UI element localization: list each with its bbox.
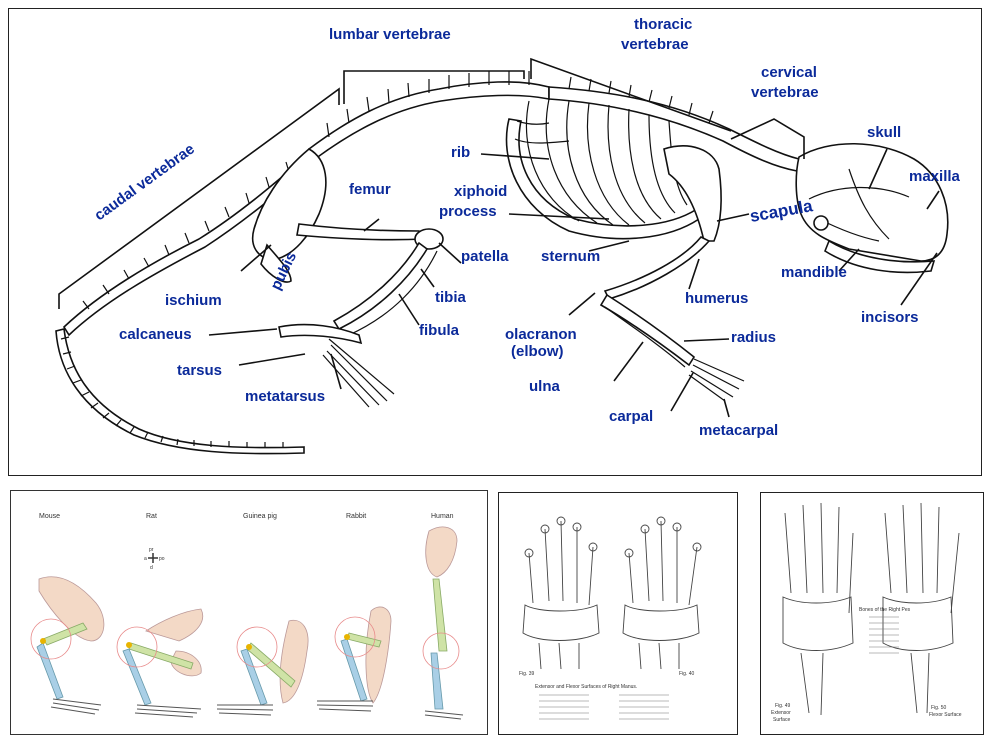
manus-legend-lines: [539, 695, 669, 719]
label-humerus: humerus: [685, 290, 748, 307]
label-incisors: incisors: [861, 309, 919, 326]
fig-39-label: Fig. 39: [519, 671, 535, 677]
label-thoracic: thoracic: [634, 16, 692, 33]
svg-text:a: a: [144, 556, 147, 562]
label-tarsus: tarsus: [177, 362, 222, 379]
fig-40-label: Fig. 40: [679, 671, 695, 677]
label-cervical: cervical: [761, 64, 817, 81]
label-lumbar-vertebrae: lumbar vertebrae: [329, 26, 451, 43]
tarsus-bone: [279, 325, 361, 343]
rat-hindlimb: [117, 609, 203, 717]
fig-49-extensor: Extensor: [771, 710, 791, 716]
svg-text:d: d: [150, 565, 153, 571]
label-fibula: fibula: [419, 322, 460, 339]
species-mouse: Mouse: [39, 513, 60, 520]
pes-surfaces-svg: Bones of the Right Pes Fig. 49 Extensor …: [761, 493, 982, 733]
svg-text:po: po: [159, 556, 165, 562]
label-ulna: ulna: [529, 378, 560, 395]
mouse-hindlimb: [31, 577, 104, 714]
eye-socket: [814, 216, 828, 230]
label-thoracic-vertebrae: vertebrae: [621, 36, 689, 53]
fig-50-label: Fig. 50: [931, 705, 947, 711]
hindlimb-comparison-svg: Mouse Rat Guinea pig Rabbit Human pr a p…: [11, 491, 486, 733]
label-radius: radius: [731, 329, 776, 346]
species-human: Human: [431, 513, 454, 520]
guinea-pig-hindlimb: [217, 620, 308, 715]
label-ischium: ischium: [165, 292, 222, 309]
skull-bone: [796, 144, 948, 261]
label-calcaneus: calcaneus: [119, 326, 192, 343]
label-olacranon: olacranon: [505, 326, 577, 343]
rat-skeleton-svg: caudal vertebrae lumbar vertebrae thorac…: [9, 9, 983, 477]
hindlimb-comparison-panel: Mouse Rat Guinea pig Rabbit Human pr a p…: [10, 490, 488, 735]
label-carpal: carpal: [609, 408, 653, 425]
label-rib: rib: [451, 144, 470, 161]
manus-extensor-drawing: [523, 517, 599, 669]
human-hindlimb: [423, 527, 463, 719]
species-rat: Rat: [146, 513, 157, 520]
orientation-cross: pr a po d: [144, 547, 165, 571]
fig-49-label: Fig. 49: [775, 703, 791, 709]
pelvis-bone: [253, 149, 326, 259]
label-maxilla: maxilla: [909, 168, 961, 185]
svg-text:pr: pr: [149, 547, 154, 553]
pes-extensor-drawing: [783, 503, 853, 715]
femur-bone: [297, 224, 424, 240]
pes-title: Bones of the Right Pes: [859, 607, 911, 613]
species-guinea-pig: Guinea pig: [243, 513, 277, 520]
fig-50-flexor: Flexor Surface: [929, 712, 962, 718]
species-rabbit: Rabbit: [346, 513, 366, 520]
label-skull: skull: [867, 124, 901, 141]
rabbit-hindlimb: [317, 607, 391, 711]
label-xiphoid: xiphoid: [454, 183, 507, 200]
label-tibia: tibia: [435, 289, 466, 306]
metacarpal-bones: [689, 359, 744, 401]
fig-49-surface: Surface: [773, 717, 790, 723]
label-patella: patella: [461, 248, 509, 265]
label-metatarsus: metatarsus: [245, 388, 325, 405]
manus-surfaces-svg: Fig. 39 Fig. 40 Extensor and Flexor Surf…: [499, 493, 736, 733]
label-cervical-vertebrae: vertebrae: [751, 84, 819, 101]
manus-surfaces-panel: Fig. 39 Fig. 40 Extensor and Flexor Surf…: [498, 492, 738, 735]
rat-skeleton-diagram: caudal vertebrae lumbar vertebrae thorac…: [8, 8, 982, 476]
label-process: process: [439, 203, 497, 220]
label-femur: femur: [349, 181, 391, 198]
label-elbow: (elbow): [511, 343, 564, 360]
manus-flexor-drawing: [623, 517, 701, 669]
label-mandible: mandible: [781, 264, 847, 281]
manus-caption: Extensor and Flexor Surfaces of Right Ma…: [535, 684, 637, 690]
ulna-bone: [605, 307, 685, 367]
label-metacarpal: metacarpal: [699, 422, 778, 439]
radius-bone: [601, 295, 694, 365]
metatarsus-bones: [323, 339, 394, 407]
label-sternum: sternum: [541, 248, 600, 265]
label-caudal-vertebrae: caudal vertebrae: [91, 140, 197, 224]
pes-surfaces-panel: Bones of the Right Pes Fig. 49 Extensor …: [760, 492, 984, 735]
